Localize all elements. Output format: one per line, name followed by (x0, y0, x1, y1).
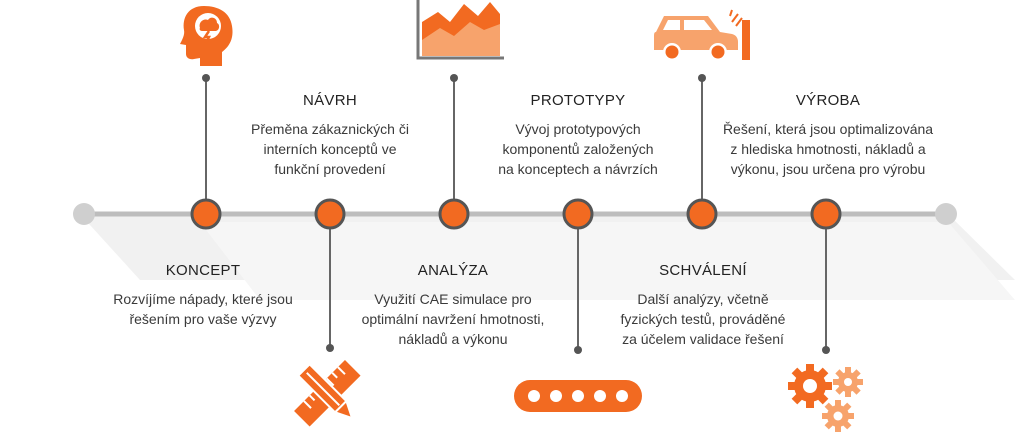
component-bar-icon (514, 380, 642, 412)
timeline-start-dot (73, 203, 95, 225)
area-chart-icon (416, 0, 504, 60)
car-crash-test-icon (654, 9, 750, 61)
timeline-end-dot (935, 203, 957, 225)
stage-description: Vývoj prototypových komponentů založenýc… (498, 121, 658, 177)
stage-description: Další analýzy, včetně fyzických testů, p… (620, 291, 786, 347)
stage-description: Přeměna zákaznických či interních koncep… (251, 121, 409, 177)
milestone-node (686, 198, 718, 230)
stage-navrh: NÁVRH Přeměna zákaznických či interních … (222, 92, 438, 179)
stage-title: NÁVRH (302, 92, 357, 109)
stage-title: PROTOTYPY (530, 92, 626, 109)
milestone-node (810, 198, 842, 230)
milestone-node (562, 198, 594, 230)
milestone-node (438, 198, 470, 230)
stage-analyza: ANALÝZA Využití CAE simulace pro optimál… (340, 262, 566, 349)
stage-description: Využití CAE simulace pro optimální navrž… (361, 291, 545, 347)
stage-title: KONCEPT (165, 262, 241, 279)
milestone-node (190, 198, 222, 230)
connector-ends (202, 74, 830, 354)
stage-vyroba: VÝROBA Řešení, která jsou optimalizována… (700, 92, 956, 179)
milestone-node (314, 198, 346, 230)
stage-schvaleni: SCHVÁLENÍ Další analýzy, včetně fyzickýc… (592, 262, 814, 349)
stage-description: Řešení, která jsou optimalizována z hled… (722, 121, 934, 177)
gears-icon (788, 364, 863, 432)
stage-description: Rozvíjíme nápady, které jsou řešením pro… (113, 291, 293, 327)
stage-title: SCHVÁLENÍ (659, 262, 747, 279)
pencil-ruler-icon (294, 360, 361, 427)
connectors (205, 78, 827, 350)
stage-title: ANALÝZA (417, 262, 489, 279)
brain-head-icon (180, 6, 233, 66)
stage-koncept: KONCEPT Rozvíjíme nápady, které jsou řeš… (90, 262, 316, 329)
stage-prototypy: PROTOTYPY Vývoj prototypových komponentů… (468, 92, 688, 179)
milestones (190, 198, 842, 230)
stage-title: VÝROBA (795, 92, 861, 109)
